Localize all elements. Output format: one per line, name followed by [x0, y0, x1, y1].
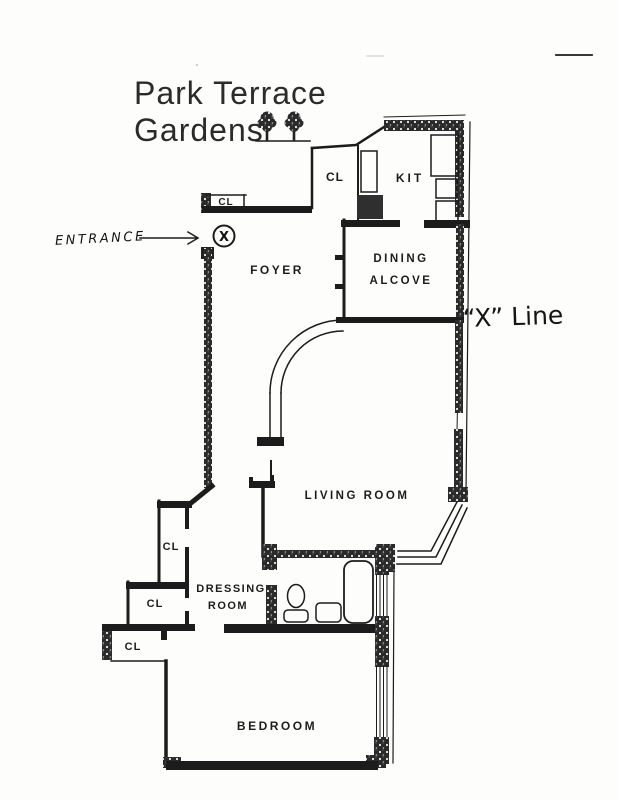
hall-closet: CL [310, 125, 386, 220]
closet-door [360, 150, 378, 193]
foyer: FOYER [187, 247, 304, 507]
dressing-south-wall [102, 624, 195, 631]
wall-block [262, 544, 277, 570]
dining-label-line2: ALCOVE [370, 275, 433, 287]
floorplan: CL CL KIT [102, 114, 471, 770]
sink-icon [315, 602, 342, 623]
bay-window [396, 500, 468, 565]
bedroom: BEDROOM [163, 659, 378, 770]
living-room-label: LIVING ROOM [305, 490, 410, 502]
kitchen-label: KIT [396, 171, 424, 185]
toilet-icon [283, 583, 309, 623]
dressing-label-line1: DRESSING [196, 583, 265, 595]
wall-hatch [201, 193, 211, 213]
kitchen-south-wall [424, 220, 470, 228]
foyer-wall-diagonal [187, 482, 216, 507]
outer-boundary [392, 121, 471, 764]
kitchen-east-wall [455, 124, 464, 217]
tree-icon [257, 111, 277, 141]
bathtub-icon [343, 560, 374, 624]
title-line-2: Gardens [134, 112, 264, 148]
window-bathroom [376, 573, 388, 617]
dining-east-wall [456, 224, 464, 320]
kitchen-appliance-icon [430, 134, 459, 222]
kitchen: KIT [383, 114, 470, 228]
closet-3: CL [102, 631, 165, 662]
wall-hatch [102, 631, 112, 660]
living-east-wall [455, 320, 463, 413]
kitchen-north-wall [384, 120, 464, 131]
east-wall [366, 547, 389, 768]
bedroom-label: BEDROOM [237, 719, 317, 733]
wall-block [448, 487, 468, 502]
door-jamb [249, 477, 253, 488]
closet-1-label: CL [163, 541, 180, 553]
dining-north-wall [341, 220, 400, 227]
dining-alcove: DINING ALCOVE [335, 218, 464, 323]
closet-2: CL [126, 580, 189, 631]
dressing-label-line2: ROOM [208, 600, 248, 612]
dining-south-wall [336, 317, 464, 323]
entry-closet: CL [201, 193, 247, 213]
hall-closet-label: CL [326, 170, 344, 184]
entrance-label: ENTRANCE [55, 229, 146, 249]
closet-3-label: CL [125, 641, 142, 653]
foyer-label: FOYER [250, 263, 304, 277]
apartment-line-label: “X” Line [462, 301, 564, 333]
window-bedroom [376, 665, 388, 738]
living-south-wall [275, 550, 379, 558]
living-east-wall [454, 429, 463, 489]
page-title: Park Terrace Gardens [134, 75, 327, 148]
tree-icon [284, 111, 304, 141]
bathroom [224, 560, 378, 633]
door-jamb [270, 475, 274, 488]
door-jamb [335, 255, 344, 260]
door-jamb [161, 631, 167, 640]
dressing-room: CL CL CL DRESSING ROOM [102, 499, 265, 662]
wall-block [357, 195, 383, 219]
entrance-door-marker: X [212, 224, 236, 248]
entrance-annotation: ENTRANCE X [55, 224, 236, 249]
gallery-curved-wall [257, 319, 344, 446]
entry-closet-label: CL [218, 197, 233, 208]
entry-wall [202, 206, 312, 213]
scan-marks [196, 54, 593, 66]
entrance-door-symbol: X [219, 230, 229, 245]
bedroom-south-wall [166, 761, 378, 770]
door-jamb [335, 284, 344, 289]
closet-1: CL [157, 499, 192, 590]
foyer-west-wall [204, 248, 212, 488]
closet-2-label: CL [147, 598, 164, 610]
bathroom-west-wall [266, 585, 277, 628]
title-line-1: Park Terrace [134, 75, 327, 111]
dining-label-line1: DINING [373, 253, 428, 265]
door-header [250, 481, 275, 488]
entrance-arrow-icon [139, 230, 200, 246]
bathroom-south-wall [224, 624, 378, 633]
